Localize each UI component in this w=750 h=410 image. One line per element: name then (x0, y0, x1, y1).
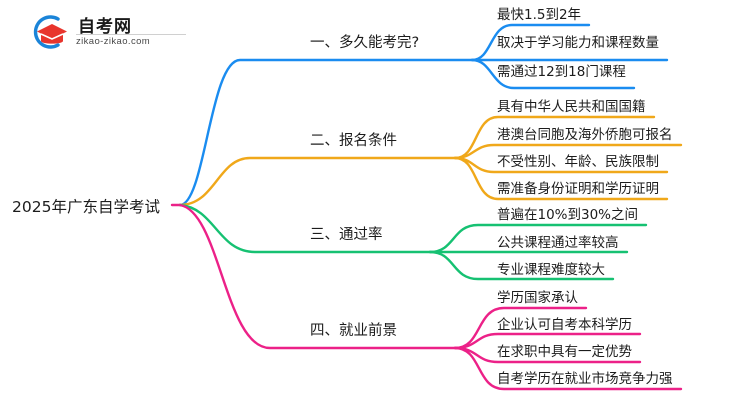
logo-wordmark: 自考网 zikao-zikao.com (76, 10, 188, 52)
link-branch-2-leaf-4 (453, 156, 669, 201)
link-branch-3-leaf-3 (428, 250, 615, 281)
leaf-node-2-3[interactable]: 不受性别、年龄、民族限制 (497, 154, 659, 170)
link-root-branch-1 (178, 58, 474, 207)
logo-divider (76, 34, 186, 35)
leaf-node-1-2[interactable]: 取决于学习能力和课程数量 (497, 35, 659, 51)
leaf-node-1-1[interactable]: 最快1.5到2年 (497, 7, 582, 23)
leaf-node-3-2[interactable]: 公共课程通过率较高 (497, 235, 619, 251)
branch-node-3[interactable]: 三、通过率 (310, 227, 383, 243)
leaf-node-3-1[interactable]: 普遍在10%到30%之间 (497, 207, 639, 223)
leaf-node-3-3[interactable]: 专业课程难度较大 (497, 262, 605, 278)
link-branch-1-leaf-3 (470, 58, 636, 90)
branch-node-1[interactable]: 一、多久能考完? (310, 35, 420, 51)
site-logo[interactable]: 自考网 zikao-zikao.com (28, 10, 188, 54)
mindmap-root-node[interactable]: 2025年广东自学考试 (12, 198, 160, 216)
logo-url: zikao-zikao.com (76, 36, 151, 47)
leaf-node-2-4[interactable]: 需准备身份证明和学历证明 (497, 181, 659, 197)
leaf-node-2-1[interactable]: 具有中华人民共和国国籍 (497, 99, 646, 115)
branch-node-2[interactable]: 二、报名条件 (310, 133, 397, 149)
leaf-node-2-2[interactable]: 港澳台同胞及海外侨胞可报名 (497, 127, 673, 143)
leaf-node-4-1[interactable]: 学历国家承认 (497, 290, 578, 306)
logo-title: 自考网 (78, 17, 132, 37)
link-root-branch-3 (178, 203, 432, 254)
leaf-node-4-4[interactable]: 自考学历在就业市场竞争力强 (497, 371, 673, 387)
link-branch-1-leaf-1 (470, 23, 591, 62)
link-branch-4-leaf-4 (453, 346, 683, 391)
graduation-cap-icon (28, 12, 72, 52)
branch-node-4[interactable]: 四、就业前景 (310, 323, 397, 339)
link-root-branch-4 (178, 203, 457, 350)
link-root-branch-2 (178, 156, 457, 207)
leaf-node-1-3[interactable]: 需通过12到18门课程 (497, 64, 626, 80)
leaf-node-4-3[interactable]: 在求职中具有一定优势 (497, 344, 632, 360)
leaf-node-4-2[interactable]: 企业认可自考本科学历 (497, 317, 632, 333)
